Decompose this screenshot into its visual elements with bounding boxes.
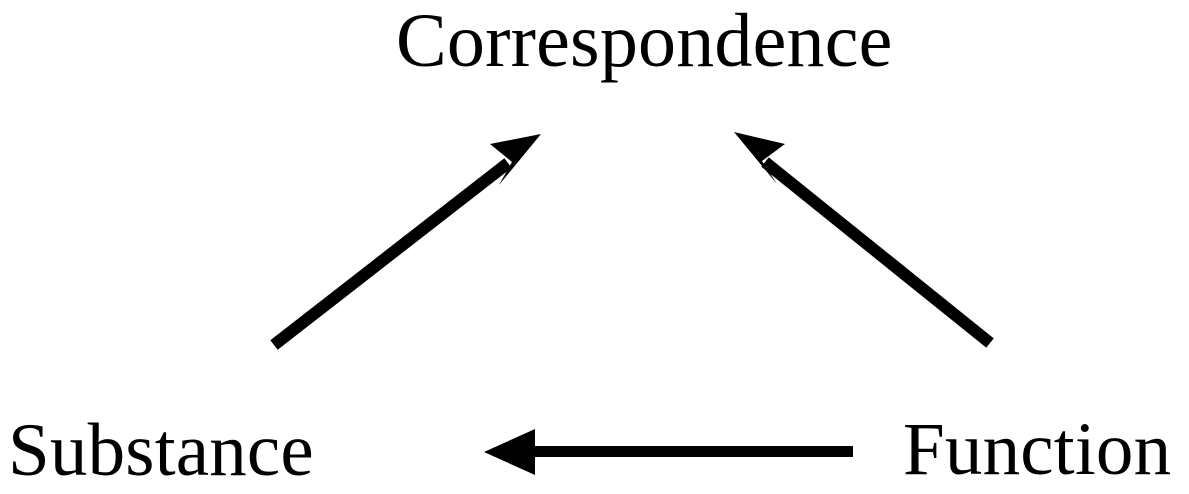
arrow-head bbox=[734, 132, 785, 184]
node-label-function: Function bbox=[903, 408, 1172, 491]
arrow-shaft bbox=[761, 157, 994, 348]
node-label-substance: Substance bbox=[8, 409, 314, 492]
arrow-function-to-correspondence bbox=[734, 132, 994, 348]
arrow-shaft bbox=[533, 446, 853, 457]
arrow-head bbox=[490, 134, 541, 185]
arrow-head bbox=[484, 429, 535, 475]
node-label-correspondence: Correspondence bbox=[396, 0, 893, 83]
arrow-function-to-substance bbox=[484, 429, 853, 475]
arrow-shaft bbox=[270, 158, 512, 350]
arrow-substance-to-correspondence bbox=[270, 134, 541, 350]
